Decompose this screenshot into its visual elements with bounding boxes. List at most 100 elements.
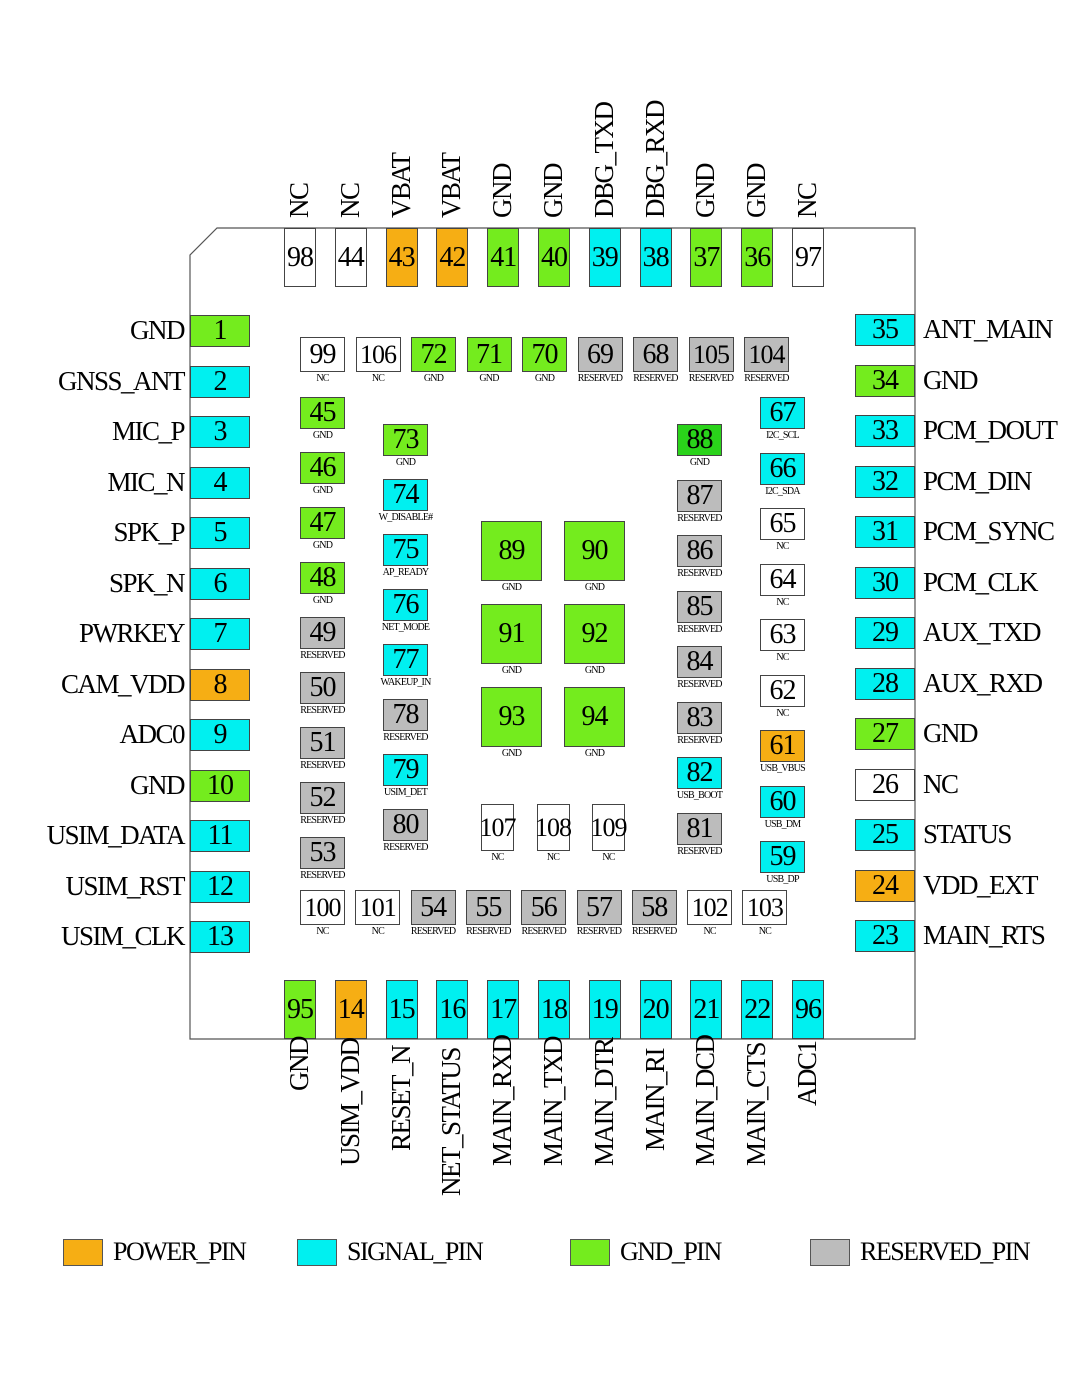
pin-function-54: RESERVED bbox=[410, 926, 456, 937]
pin-function-53: RESERVED bbox=[300, 870, 345, 881]
pin-40: 40 bbox=[538, 228, 570, 287]
pin-function-105: RESERVED bbox=[688, 373, 734, 384]
pin-53: 53 bbox=[300, 837, 345, 869]
pin-label-34: GND bbox=[923, 364, 979, 395]
pin-label-38: DBG_RXD bbox=[639, 100, 670, 218]
pin-function-69: RESERVED bbox=[577, 373, 623, 384]
pin-41: 41 bbox=[487, 228, 520, 287]
legend-label-reserved: RESERVED_PIN bbox=[860, 1237, 1031, 1266]
legend-swatch-signal bbox=[297, 1239, 337, 1266]
pin-label-39: DBG_TXD bbox=[588, 102, 619, 219]
pin-function-76: NET_MODE bbox=[381, 622, 430, 633]
pin-109: 109 bbox=[591, 804, 628, 851]
pin-79: 79 bbox=[383, 754, 428, 786]
legend-swatch-power bbox=[63, 1239, 103, 1266]
pin-function-92: GND bbox=[584, 665, 605, 676]
pin-35: 35 bbox=[855, 314, 915, 346]
pin-function-46: GND bbox=[312, 485, 333, 496]
pin-function-94: GND bbox=[584, 748, 605, 759]
pin-function-107: NC bbox=[491, 852, 504, 863]
pin-label-25: STATUS bbox=[923, 819, 1012, 849]
pin-label-96: ADC1 bbox=[792, 1041, 822, 1106]
pin-function-109: NC bbox=[602, 852, 615, 863]
pin-label-42: VBAT bbox=[436, 153, 467, 218]
pin-51: 51 bbox=[300, 727, 345, 759]
pin-75: 75 bbox=[383, 534, 428, 566]
pin-92: 92 bbox=[564, 604, 625, 664]
pin-66: 66 bbox=[760, 452, 805, 485]
pin-46: 46 bbox=[300, 452, 345, 484]
pin-83: 83 bbox=[677, 701, 722, 734]
pin-function-104: RESERVED bbox=[744, 373, 789, 384]
pin-96: 96 bbox=[792, 980, 824, 1039]
pin-function-83: RESERVED bbox=[677, 734, 722, 746]
pin-label-43: VBAT bbox=[385, 153, 416, 218]
pin-label-40: GND bbox=[538, 164, 568, 218]
pin-69: 69 bbox=[577, 337, 623, 372]
pin-function-72: GND bbox=[423, 373, 444, 384]
pin-function-74: W_DISABLE# bbox=[378, 512, 433, 523]
pin-function-102: NC bbox=[703, 926, 716, 937]
pin-label-9: ADC0 bbox=[119, 719, 185, 749]
pin-39: 39 bbox=[588, 228, 621, 287]
pin-85: 85 bbox=[677, 590, 722, 623]
pin-106: 106 bbox=[355, 337, 401, 372]
pin-3: 3 bbox=[190, 416, 250, 448]
pin-function-78: RESERVED bbox=[383, 732, 428, 743]
pin-label-27: GND bbox=[923, 718, 979, 748]
pin-67: 67 bbox=[760, 397, 805, 429]
pin-function-89: GND bbox=[501, 582, 522, 593]
pin-function-58: RESERVED bbox=[632, 926, 677, 937]
pin-label-35: ANT_MAIN bbox=[923, 314, 1054, 344]
pin-label-7: PWRKEY bbox=[79, 618, 186, 648]
pin-function-100: NC bbox=[316, 926, 329, 937]
pin-78: 78 bbox=[383, 699, 428, 731]
pin-label-5: SPK_P bbox=[113, 517, 185, 547]
pin-function-60: USB_DM bbox=[764, 818, 802, 830]
pin-28: 28 bbox=[855, 667, 915, 700]
pin-32: 32 bbox=[855, 465, 915, 498]
pin-6: 6 bbox=[190, 567, 250, 600]
pin-label-22: MAIN_CTS bbox=[741, 1042, 772, 1166]
pin-58: 58 bbox=[631, 890, 677, 925]
pin-label-3: MIC_P bbox=[111, 416, 186, 446]
pin-25: 25 bbox=[855, 819, 915, 851]
pin-function-57: RESERVED bbox=[576, 926, 622, 937]
pin-function-66: I2C_SDA bbox=[765, 485, 800, 497]
pin-31: 31 bbox=[855, 516, 915, 548]
pin-95: 95 bbox=[284, 980, 316, 1039]
pin-60: 60 bbox=[760, 785, 805, 818]
pin-label-21: MAIN_DCD bbox=[690, 1035, 721, 1166]
pin-function-62: NC bbox=[776, 707, 789, 719]
pin-function-55: RESERVED bbox=[466, 926, 511, 937]
pin-72: 72 bbox=[411, 337, 456, 372]
pin-label-6: SPK_N bbox=[108, 567, 186, 598]
pin-label-13: USIM_CLK bbox=[60, 921, 186, 951]
legend-swatch-reserved bbox=[810, 1239, 850, 1266]
pin-108: 108 bbox=[535, 804, 572, 851]
pin-function-70: GND bbox=[534, 373, 555, 384]
pin-70: 70 bbox=[522, 337, 567, 372]
pin-57: 57 bbox=[576, 890, 622, 925]
pin-5: 5 bbox=[190, 517, 250, 549]
pin-label-29: AUX_TXD bbox=[923, 617, 1042, 647]
pin-label-28: AUX_RXD bbox=[923, 667, 1043, 698]
pin-label-2: GNSS_ANT bbox=[57, 365, 186, 396]
pin-103: 103 bbox=[742, 890, 788, 925]
pin-19: 19 bbox=[588, 980, 621, 1039]
pin-68: 68 bbox=[633, 337, 678, 372]
pin-56: 56 bbox=[521, 890, 567, 925]
pin-81: 81 bbox=[677, 812, 722, 845]
pin-15: 15 bbox=[385, 980, 418, 1039]
pin-label-41: GND bbox=[487, 164, 518, 218]
pin-label-32: PCM_DIN bbox=[923, 465, 1033, 496]
pin-label-14: USIM_VDD bbox=[334, 1038, 365, 1166]
pin-function-86: RESERVED bbox=[677, 568, 722, 579]
pin-function-45: GND bbox=[312, 430, 333, 441]
pin-function-81: RESERVED bbox=[677, 845, 722, 857]
pin-71: 71 bbox=[466, 337, 512, 372]
pin-function-77: WAKEUP_IN bbox=[380, 677, 431, 688]
pin-10: 10 bbox=[190, 769, 250, 802]
pin-22: 22 bbox=[741, 980, 774, 1039]
pin-94: 94 bbox=[564, 687, 625, 747]
